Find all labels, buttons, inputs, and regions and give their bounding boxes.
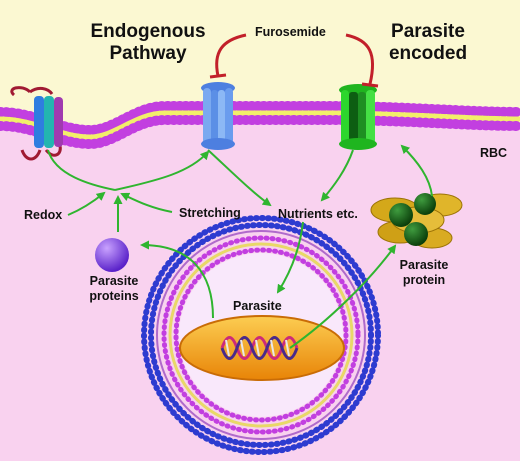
title-endogenous-line1: Endogenous bbox=[90, 21, 206, 42]
rbc-membrane bbox=[0, 100, 520, 150]
title-endogenous: Endogenous Pathway bbox=[78, 21, 218, 65]
arrow-redox bbox=[67, 191, 106, 216]
arrow-channel-to-nutrients bbox=[207, 149, 272, 207]
label-parasite-proteins-line1: Parasite bbox=[89, 274, 139, 288]
receptor-protein bbox=[10, 86, 63, 161]
label-parasite-proteins-line2: proteins bbox=[89, 289, 139, 303]
furosemide-inhibition bbox=[209, 33, 379, 88]
arrow-junction-to-channel bbox=[114, 150, 210, 191]
label-parasite-proteins: Parasite proteins bbox=[82, 274, 146, 304]
title-parasite-encoded: Parasite encoded bbox=[368, 21, 488, 65]
arrow-nutrients-to-parasite bbox=[276, 221, 304, 294]
parasite-proteins-sphere bbox=[95, 238, 129, 272]
arrow-nucleus-to-cluster bbox=[289, 244, 397, 349]
parasite-channel bbox=[339, 84, 377, 150]
arrow-stretching bbox=[120, 192, 173, 213]
arrow-nucleus-to-proteins bbox=[140, 240, 214, 319]
title-parasite-line2: encoded bbox=[388, 43, 468, 64]
label-parasite-protein: Parasite protein bbox=[392, 258, 456, 288]
label-parasite: Parasite bbox=[233, 299, 282, 313]
label-parasite-protein-line1: Parasite bbox=[399, 258, 449, 272]
parasite-nucleus bbox=[179, 315, 345, 381]
pathway-arrows bbox=[47, 144, 433, 349]
label-stretching: Stretching bbox=[179, 206, 241, 220]
label-parasite-protein-line2: protein bbox=[402, 273, 446, 287]
label-furosemide: Furosemide bbox=[255, 25, 326, 39]
title-parasite-line1: Parasite bbox=[391, 21, 465, 42]
label-rbc: RBC bbox=[480, 146, 508, 160]
endogenous-channel bbox=[201, 82, 235, 150]
label-nutrients: Nutrients etc. bbox=[278, 207, 358, 221]
label-redox: Redox bbox=[24, 208, 63, 222]
title-endogenous-line2: Pathway bbox=[109, 43, 187, 64]
parasite-protein-cluster bbox=[370, 193, 463, 249]
dna-strands bbox=[220, 336, 299, 360]
arrow-cluster-to-channel bbox=[400, 144, 433, 197]
arrow-parasite-channel-to-nutrients bbox=[320, 149, 354, 202]
arrow-receptor-to-junction bbox=[47, 149, 116, 191]
